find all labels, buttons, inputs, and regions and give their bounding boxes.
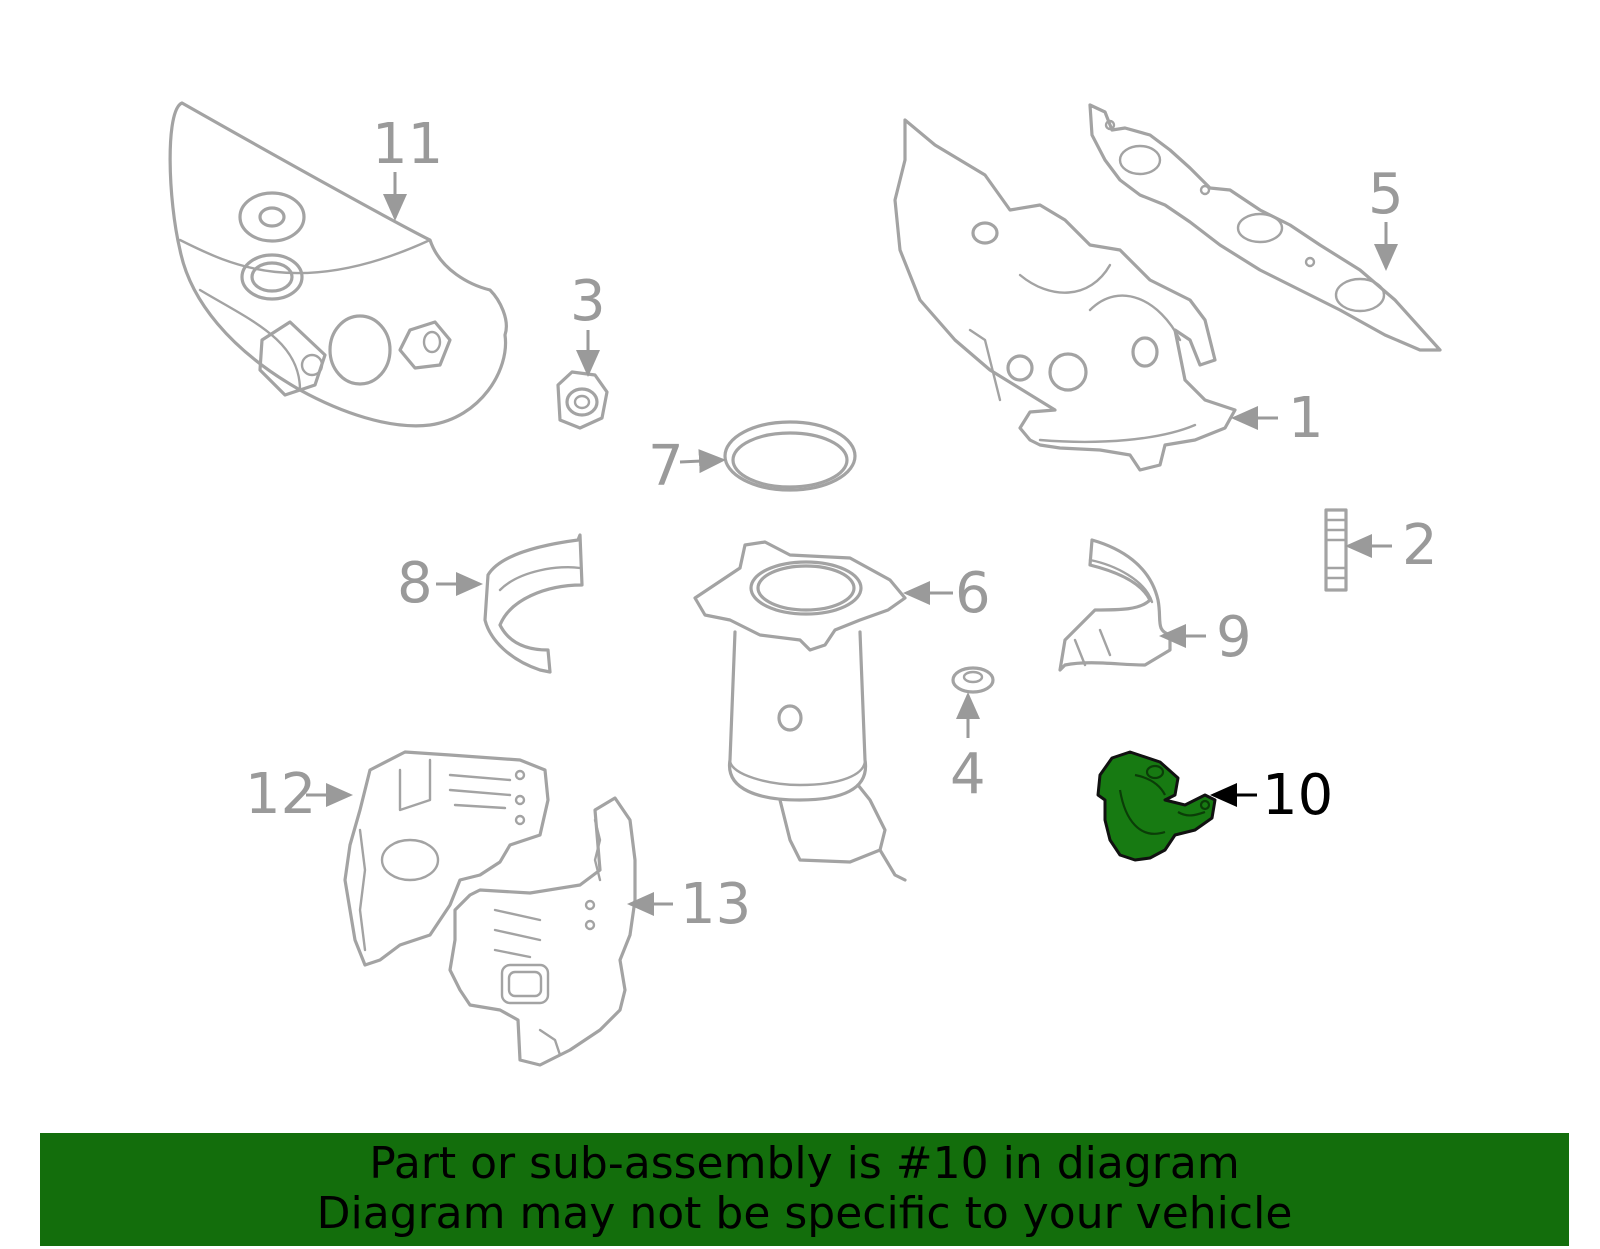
callout-2: 2 bbox=[1402, 513, 1438, 578]
callout-7: 7 bbox=[648, 434, 684, 499]
callout-12: 12 bbox=[245, 762, 316, 827]
part-1-exhaust-manifold bbox=[893, 118, 1237, 472]
part-7-gasket bbox=[723, 420, 857, 492]
part-2-stud bbox=[1324, 508, 1348, 592]
part-9-bracket bbox=[1058, 538, 1172, 672]
callout-10-highlighted: 10 bbox=[1262, 763, 1333, 828]
callout-13: 13 bbox=[680, 872, 751, 937]
banner-line-part: Part or sub-assembly is #10 in diagram bbox=[369, 1138, 1240, 1189]
part-5-manifold-gasket bbox=[1088, 103, 1442, 352]
part-8-bracket bbox=[483, 533, 584, 674]
callout-11: 11 bbox=[372, 112, 443, 177]
callout-5: 5 bbox=[1368, 162, 1404, 227]
leader-lines bbox=[306, 172, 1398, 916]
part-10-heat-shield-highlighted[interactable] bbox=[1096, 750, 1217, 862]
banner-line-disclaimer: Diagram may not be specific to your vehi… bbox=[316, 1188, 1293, 1239]
callout-4: 4 bbox=[950, 742, 986, 807]
info-banner: Part or sub-assembly is #10 in diagram D… bbox=[40, 1133, 1569, 1246]
callout-6: 6 bbox=[955, 561, 991, 626]
part-4-grommet bbox=[951, 666, 995, 694]
callout-8: 8 bbox=[397, 551, 433, 616]
part-12-heat-shield bbox=[343, 750, 550, 967]
part-6-catalytic-converter bbox=[693, 540, 907, 882]
part-11-manifold-heat-shield bbox=[168, 101, 508, 428]
part-13-heat-shield bbox=[448, 796, 637, 1067]
callout-3: 3 bbox=[570, 269, 606, 334]
callout-9: 9 bbox=[1216, 605, 1252, 670]
part-3-nut bbox=[556, 370, 609, 430]
callout-1: 1 bbox=[1288, 386, 1324, 451]
